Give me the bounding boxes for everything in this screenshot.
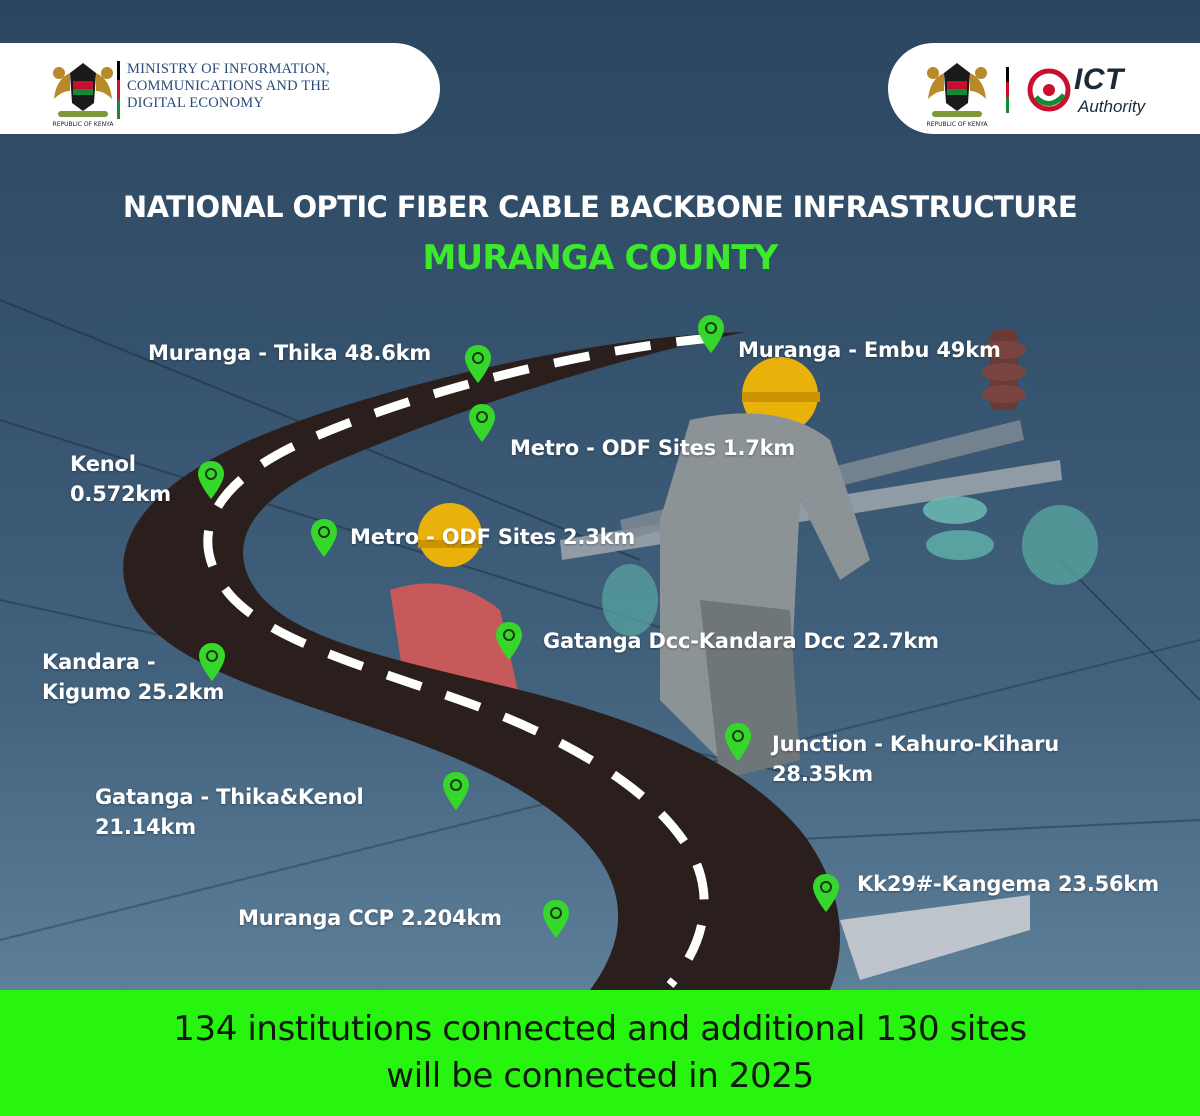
summary-banner: 134 institutions connected and additiona… <box>0 990 1200 1116</box>
county-subtitle: MURANGA COUNTY <box>422 238 779 278</box>
location-pin-icon <box>813 874 839 912</box>
ministry-line: MINISTRY OF INFORMATION, <box>127 61 330 77</box>
ministry-line: DIGITAL ECONOMY <box>127 95 265 111</box>
route-label-kenol: Kenol 0.572km <box>70 452 171 506</box>
route-label-muranga-ccp: Muranga CCP 2.204km <box>238 906 502 930</box>
route-label-kandara-kigumo: Kandara - Kigumo 25.2km <box>42 650 225 704</box>
route-label-metro-odf-1: Metro - ODF Sites 1.7km <box>510 436 796 460</box>
route-label-metro-odf-2: Metro - ODF Sites 2.3km <box>350 525 636 549</box>
summary-line: 134 institutions connected and additiona… <box>173 1009 1027 1049</box>
location-pin-icon <box>443 772 469 810</box>
location-pin-icon <box>198 461 224 499</box>
road-center-dashes <box>203 333 713 988</box>
location-pin-icon <box>496 622 522 660</box>
kenya-coat-of-arms-icon: REPUBLIC OF KENYA <box>53 63 115 128</box>
kenya-flag-divider <box>1006 67 1009 113</box>
kenya-coat-of-arms-icon: REPUBLIC OF KENYA <box>927 63 989 128</box>
ministry-header-panel: REPUBLIC OF KENYA MINISTRY OF INFORMATIO… <box>0 43 440 134</box>
route-label-junction-kahuro: Junction - Kahuro-Kiharu 28.35km <box>772 732 1060 786</box>
ict-logo-name: ICT <box>1074 63 1124 96</box>
route-label-kk29-kangema: Kk29#-Kangema 23.56km <box>857 872 1159 896</box>
summary-line: will be connected in 2025 <box>386 1056 814 1096</box>
fiber-route-road <box>123 332 840 990</box>
background-photo-line-workers <box>0 299 1200 980</box>
location-pin-icon <box>469 404 495 442</box>
ict-logo-subtitle: Authority <box>1078 97 1146 116</box>
location-pin-icon <box>311 519 337 557</box>
svg-text:REPUBLIC OF KENYA: REPUBLIC OF KENYA <box>927 121 989 128</box>
route-label-gatanga-kandara: Gatanga Dcc-Kandara Dcc 22.7km <box>543 629 939 653</box>
ict-authority-header-panel: REPUBLIC OF KENYA ICT Authority <box>888 43 1200 134</box>
route-label-muranga-thika: Muranga - Thika 48.6km <box>148 341 432 365</box>
kenya-flag-divider <box>117 61 120 119</box>
road-surface <box>123 332 840 990</box>
ministry-line: COMMUNICATIONS AND THE <box>127 78 331 94</box>
location-pin-icon <box>199 643 225 681</box>
location-pin-icon <box>465 345 491 383</box>
ministry-name: MINISTRY OF INFORMATION, COMMUNICATIONS … <box>127 61 427 112</box>
svg-text:REPUBLIC OF KENYA: REPUBLIC OF KENYA <box>53 121 115 128</box>
page-title: NATIONAL OPTIC FIBER CABLE BACKBONE INFR… <box>122 190 1078 224</box>
location-pin-icon <box>725 723 751 761</box>
route-label-gatanga-thika: Gatanga - Thika&Kenol 21.14km <box>95 785 364 839</box>
location-pin-icon <box>698 315 724 353</box>
ict-authority-logo-icon <box>1027 68 1071 112</box>
route-label-muranga-embu: Muranga - Embu 49km <box>738 338 1001 362</box>
location-pin-icon <box>543 900 569 938</box>
